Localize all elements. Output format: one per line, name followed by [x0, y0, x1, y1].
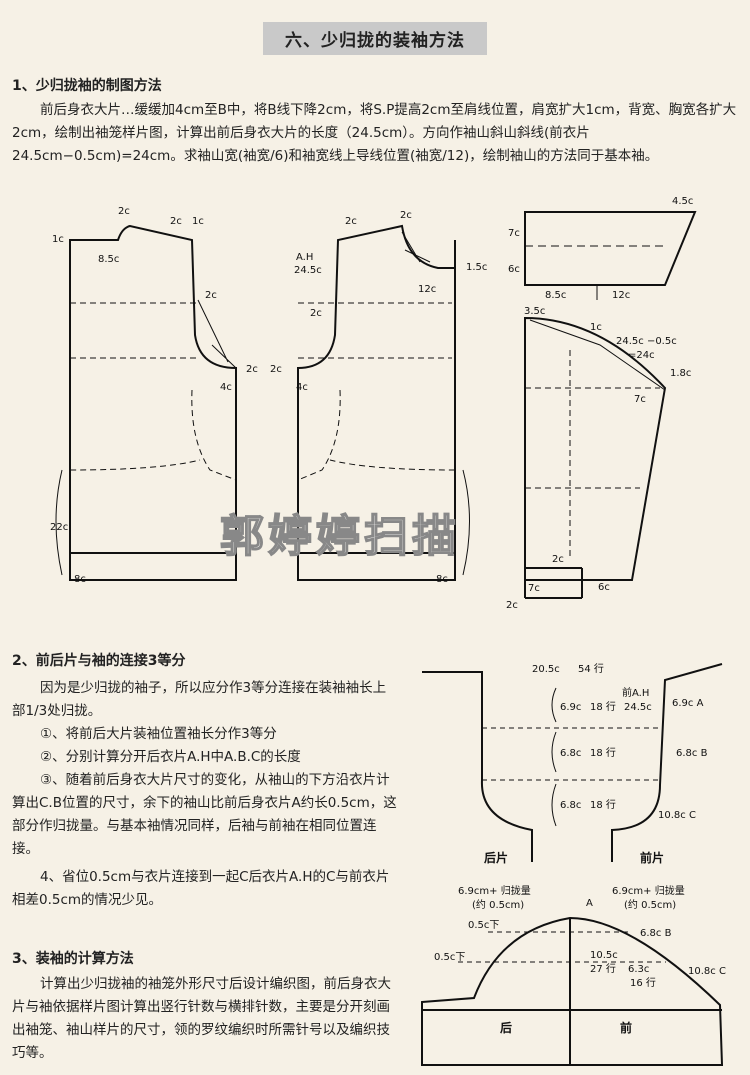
- cap-m1-label: 10.5c: [590, 950, 618, 961]
- cap-05b-label: 0.5c下: [434, 952, 465, 963]
- page-title: 六、少归拢的装袖方法: [263, 22, 487, 55]
- cap-left-title: 6.9cm+ 归拢量: [458, 884, 531, 897]
- front-neck-side-label: 1.5c: [466, 262, 487, 273]
- front-armhole-out-label: 2c: [270, 364, 282, 375]
- sleeve-cuff-bottom-label: 2c: [506, 600, 518, 611]
- front-neck-drop-label: 12c: [418, 284, 436, 295]
- front-shoulder-label: 2c: [345, 216, 357, 227]
- sleeve-top-rect: [524, 211, 697, 300]
- cap-right-title: 6.9cm+ 归拢量: [612, 884, 685, 897]
- armhole-diagram: [422, 663, 723, 862]
- sleeve-calc-label: 24.5c −0.5c: [616, 336, 677, 347]
- cap-05-label: 0.5c下: [468, 920, 499, 931]
- sleeve-cap-height-label: 3.5c: [524, 306, 545, 317]
- front-ah-label: A.H: [296, 252, 313, 263]
- section2-item-2: ②、分别计算分开后衣片A.H中A.B.C的长度: [40, 749, 301, 765]
- back-neck-top-label: 2c: [118, 206, 130, 217]
- cap-back-label: 后: [500, 1020, 512, 1035]
- sleeve-calc2-label: =24c: [628, 350, 655, 361]
- cap-a-label: A: [586, 898, 593, 909]
- armhole-front-label: 前片: [640, 850, 664, 865]
- section2-heading: 2、前后片与袖的连接3等分: [12, 653, 186, 669]
- sleeve-rect-b2-label: 12c: [612, 290, 630, 301]
- sleeve-piece: [524, 316, 667, 599]
- front-top-label: 2c: [400, 210, 412, 221]
- back-armhole-2c-label: 2c: [205, 290, 217, 301]
- front-ah-len-label: 24.5c: [294, 265, 322, 276]
- armhole-seg3-label: 6.8c: [560, 800, 581, 811]
- armhole-seg1-label: 6.9c: [560, 702, 581, 713]
- sleeve-cap-diagram: [421, 916, 724, 1066]
- armhole-back-label: 后片: [484, 850, 508, 865]
- armhole-front-ah-label: 前A.H: [622, 686, 649, 699]
- armhole-seg1-rows-label: 18 行: [590, 700, 616, 713]
- section3-body: 计算出少归拢袖的袖笼外形尺寸后设计编织图，前后身衣大片与袖依据样片图计算出竖行针…: [12, 976, 391, 1061]
- armhole-a-label: 6.9c A: [672, 698, 704, 709]
- cap-right-title2: (约 0.5cm): [624, 898, 676, 911]
- title-bar: 六、少归拢的装袖方法: [0, 22, 750, 55]
- armhole-seg2-label: 6.8c: [560, 748, 581, 759]
- section3-heading: 3、装袖的计算方法: [12, 951, 134, 967]
- sleeve-rect-tr-label: 4.5c: [672, 196, 693, 207]
- section2-p1: 因为是少归拢的袖子，所以应分作3等分连接在装袖袖长上部1/3处归拢。: [12, 680, 387, 719]
- front-armhole-4c-label: 4c: [296, 382, 308, 393]
- sleeve-cuff-6c-label: 6c: [598, 582, 610, 593]
- back-side-label: 22c: [50, 522, 68, 533]
- front-hem-label: 8c: [436, 574, 448, 585]
- back-neck-left-label: 1c: [52, 234, 64, 245]
- front-body-piece: [297, 224, 470, 581]
- sleeve-rect-b1-label: 8.5c: [545, 290, 566, 301]
- armhole-rows-label: 54 行: [578, 662, 604, 675]
- back-armhole-out-label: 2c: [246, 364, 258, 375]
- back-armhole-4c-label: 4c: [220, 382, 232, 393]
- sleeve-cuff-2c-label: 2c: [552, 554, 564, 565]
- armhole-top-label: 20.5c: [532, 664, 560, 675]
- section1-body: 前后身衣大片…缓缓加4cm至B中，将B线下降2cm，将S.P提高2cm至肩线位置…: [12, 102, 737, 164]
- section1-heading: 1、少归拢袖的制图方法: [12, 78, 162, 94]
- cap-m2-label: 6.3c: [628, 964, 649, 975]
- cap-front-label: 前: [620, 1020, 632, 1035]
- front-armhole-2c-label: 2c: [310, 308, 322, 319]
- back-body-piece: [55, 224, 237, 581]
- section2-item-1: ①、将前后大片装袖位置袖长分作3等分: [40, 726, 277, 742]
- sleeve-rect-l1-label: 7c: [508, 228, 520, 239]
- sleeve-rect-l2-label: 6c: [508, 264, 520, 275]
- sleeve-right-label: 1.8c: [670, 368, 691, 379]
- back-neck-width-label: 8.5c: [98, 254, 119, 265]
- sleeve-cap-1c-label: 1c: [590, 322, 602, 333]
- section2-p4: 4、省位0.5cm与衣片连接到一起C后衣片A.H的C与前衣片相差0.5cm的情况…: [12, 869, 390, 908]
- cap-m1-rows-label: 27 行: [590, 962, 616, 975]
- sleeve-right-7c-label: 7c: [634, 394, 646, 405]
- armhole-b-label: 6.8c B: [676, 748, 708, 759]
- sleeve-cuff-7c-label: 7c: [528, 583, 540, 594]
- scan-watermark: 郭婷婷扫描: [219, 510, 460, 563]
- armhole-front-ah-len-label: 24.5c: [624, 702, 652, 713]
- cap-c-label: 10.8c C: [688, 966, 726, 977]
- cap-b-label: 6.8c B: [640, 928, 672, 939]
- armhole-seg2-rows-label: 18 行: [590, 746, 616, 759]
- section2-item-3: ③、随着前后身衣大片尺寸的变化，从袖山的下方沿衣片计算出C.B位置的尺寸，余下的…: [12, 772, 397, 857]
- back-hem-label: 8c: [74, 574, 86, 585]
- cap-m2-rows-label: 16 行: [630, 976, 656, 989]
- back-shoulder-b-label: 1c: [192, 216, 204, 227]
- armhole-seg3-rows-label: 18 行: [590, 798, 616, 811]
- armhole-c-label: 10.8c C: [658, 810, 696, 821]
- back-shoulder-a-label: 2c: [170, 216, 182, 227]
- cap-left-title2: (约 0.5cm): [472, 898, 524, 911]
